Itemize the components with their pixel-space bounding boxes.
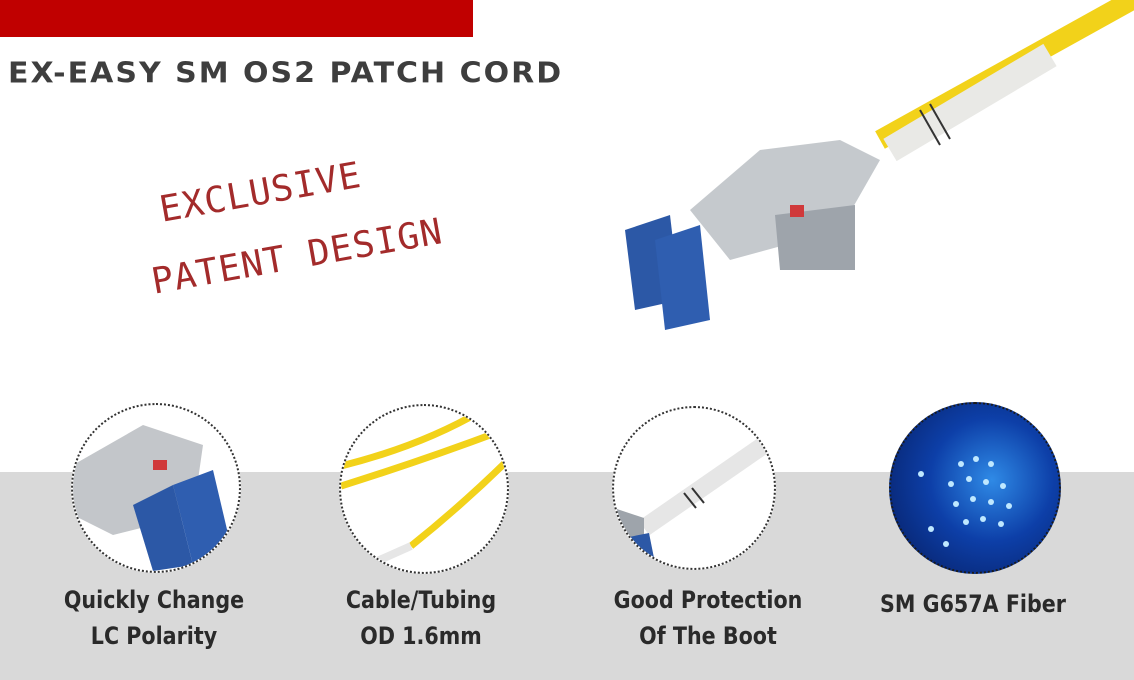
feature-label-1: Quickly Change LC Polarity — [63, 586, 245, 650]
lc-polarity-connector-image — [71, 403, 241, 573]
fiber-optic-image — [889, 402, 1061, 574]
feature-label-4: SM G657A Fiber — [880, 590, 1066, 618]
feature-label-3: Good Protection Of The Boot — [613, 586, 803, 650]
yellow-cable-image — [339, 404, 509, 574]
page-title: EX-EASY SM OS2 PATCH CORD — [8, 56, 564, 91]
header-accent-bar — [0, 0, 473, 37]
feature-label-2: Cable/Tubing OD 1.6mm — [345, 586, 497, 650]
stamp-line-1: EXCLUSIVE — [156, 154, 365, 231]
boot-image — [612, 406, 776, 570]
lc-duplex-connector-image — [590, 0, 1134, 340]
